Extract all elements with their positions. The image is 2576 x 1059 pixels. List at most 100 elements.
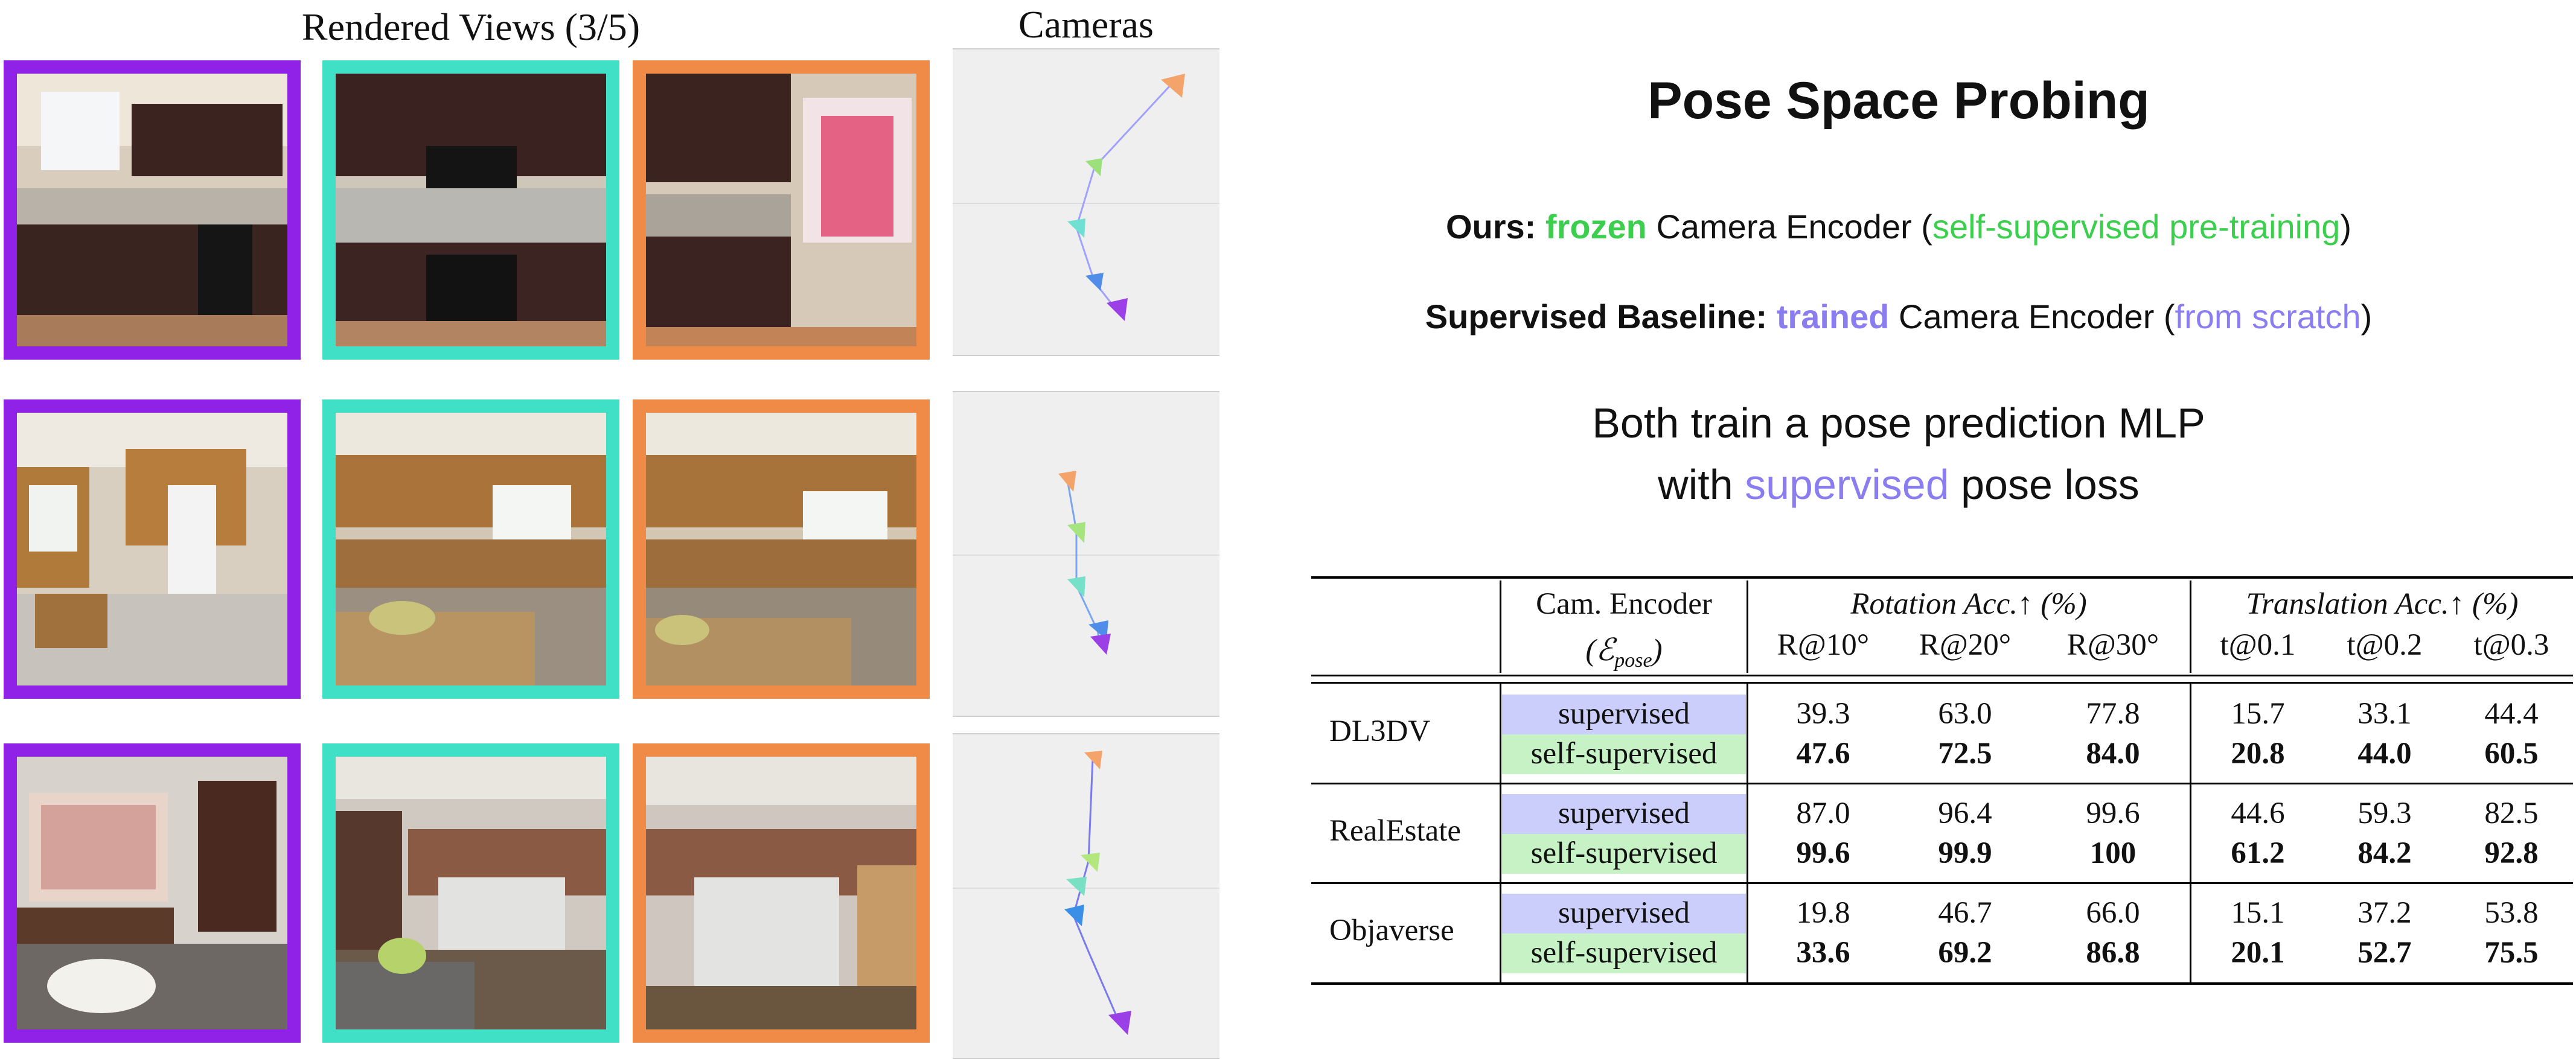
method-label: supervised xyxy=(1558,697,1690,731)
baseline-colon: : xyxy=(1756,297,1768,336)
encoder-symbol: (ℰ xyxy=(1585,634,1615,667)
subheader-r20: R@20° xyxy=(1919,628,2012,662)
method-label: supervised xyxy=(1558,896,1690,930)
translation-group-header: Translation Acc.↑ (%) xyxy=(2246,587,2519,621)
camera-frustum xyxy=(1107,298,1128,321)
method-label: supervised xyxy=(1558,797,1690,830)
col-header-encoder: Cam. Encoder xyxy=(1536,587,1712,621)
camera-frustum xyxy=(1085,273,1104,291)
table-dl3dv-rule xyxy=(1311,783,2573,784)
value-cell: 53.8 xyxy=(2484,896,2539,930)
value-cell: 59.3 xyxy=(2357,797,2412,830)
kitchen-scene-image xyxy=(336,413,606,685)
value-cell-best: 75.5 xyxy=(2484,936,2539,970)
table-realestate-rule xyxy=(1311,882,2573,884)
value-cell-best: 33.6 xyxy=(1796,936,1850,970)
value-cell-best: 52.7 xyxy=(2357,936,2412,970)
kitchen-scene-image xyxy=(17,413,287,685)
value-cell: 63.0 xyxy=(1938,697,1992,731)
kitchen-scene-image xyxy=(17,74,287,346)
baseline-end: ) xyxy=(2360,297,2373,336)
row1-view3-image xyxy=(633,60,930,360)
table-header-rule-1 xyxy=(1311,675,2573,676)
row3-view3-image xyxy=(633,743,930,1043)
row3-view1-image xyxy=(4,743,301,1043)
subheader-t03: t@0.3 xyxy=(2473,628,2549,662)
table-vrule-3 xyxy=(2190,580,2191,673)
subheader-t01: t@0.1 xyxy=(2220,628,2296,662)
both-line1: Both train a pose prediction MLP xyxy=(1592,399,2205,447)
method-label: self-supervised xyxy=(1530,737,1718,771)
camera-frustum xyxy=(1067,218,1085,238)
value-cell-best: 20.1 xyxy=(2231,936,2285,970)
table-vrule-6 xyxy=(2190,684,2191,982)
value-cell-best: 84.2 xyxy=(2357,836,2412,870)
both-line2: with supervised pose loss xyxy=(1268,454,2530,515)
row2-camera-plot xyxy=(953,391,1219,717)
dataset-realestate: RealEstate xyxy=(1329,814,1462,848)
value-cell: 19.8 xyxy=(1796,896,1850,930)
baseline-note: from scratch xyxy=(2175,297,2361,336)
table-top-rule xyxy=(1311,576,2573,579)
value-cell-best: 92.8 xyxy=(2484,836,2539,870)
row2-view2-image xyxy=(322,399,619,699)
highlight-self-supervised xyxy=(1502,834,1746,874)
value-cell: 99.6 xyxy=(2086,797,2140,830)
kitchen-scene-image xyxy=(646,413,916,685)
value-cell: 15.7 xyxy=(2231,697,2285,731)
table-vrule-2 xyxy=(1747,580,1748,673)
trained-word: trained xyxy=(1776,297,1890,336)
camera-frustum xyxy=(1084,751,1102,769)
baseline-label: Supervised Baseline xyxy=(1425,297,1756,336)
kitchen-scene-image xyxy=(646,74,916,346)
table-vrule-4 xyxy=(1500,684,1501,982)
value-cell-best: 47.6 xyxy=(1796,737,1850,771)
subheader-r10: R@10° xyxy=(1777,628,1870,662)
kitchen-scene-image xyxy=(336,74,606,346)
value-cell: 44.4 xyxy=(2484,697,2539,731)
row1-view1-image xyxy=(4,60,301,360)
value-cell-best: 72.5 xyxy=(1938,737,1992,771)
ours-end: ) xyxy=(2340,208,2352,246)
value-cell: 37.2 xyxy=(2357,896,2412,930)
camera-frustum xyxy=(1108,1011,1131,1035)
value-cell: 87.0 xyxy=(1796,797,1850,830)
baseline-description: Supervised Baseline: trained Camera Enco… xyxy=(1268,297,2530,336)
living-room-scene-image xyxy=(646,757,916,1029)
col-header-encoder-symbol: (ℰpose) xyxy=(1502,632,1746,672)
table-vrule-1 xyxy=(1500,580,1501,673)
camera-frustum xyxy=(1064,905,1084,926)
value-cell-best: 44.0 xyxy=(2357,737,2412,771)
baseline-mid: Camera Encoder ( xyxy=(1899,297,2175,336)
value-cell: 33.1 xyxy=(2357,697,2412,731)
value-cell: 44.6 xyxy=(2231,797,2285,830)
highlight-self-supervised xyxy=(1502,734,1746,774)
camera-frustum xyxy=(1081,853,1100,872)
subheader-t02: t@0.2 xyxy=(2347,628,2423,662)
table-header-rule-2 xyxy=(1311,682,2573,684)
value-cell-best: 99.9 xyxy=(1938,836,1992,870)
value-cell: 46.7 xyxy=(1938,896,1992,930)
cameras-header: Cameras xyxy=(1018,3,1154,46)
value-cell: 96.4 xyxy=(1938,797,1992,830)
panel-title: Pose Space Probing xyxy=(1648,72,2150,130)
living-room-scene-image xyxy=(336,757,606,1029)
value-cell-best: 69.2 xyxy=(1938,936,1992,970)
value-cell: 15.1 xyxy=(2231,896,2285,930)
value-cell: 82.5 xyxy=(2484,797,2539,830)
both-train-text: Both train a pose prediction MLP with su… xyxy=(1268,392,2530,515)
ours-colon: : xyxy=(1524,208,1536,246)
value-cell: 39.3 xyxy=(1796,697,1850,731)
value-cell-best: 99.6 xyxy=(1796,836,1850,870)
subheader-r30: R@30° xyxy=(2066,628,2159,662)
row1-view2-image xyxy=(322,60,619,360)
highlight-supervised xyxy=(1502,794,1746,834)
highlight-self-supervised xyxy=(1502,933,1746,973)
method-label: self-supervised xyxy=(1530,836,1718,870)
ours-note: self-supervised pre-training xyxy=(1932,208,2341,246)
camera-frustum xyxy=(1058,471,1076,492)
dataset-objaverse: Objaverse xyxy=(1329,914,1454,947)
table-bottom-rule xyxy=(1311,982,2573,985)
value-cell-best: 86.8 xyxy=(2086,936,2140,970)
row2-view1-image xyxy=(4,399,301,699)
